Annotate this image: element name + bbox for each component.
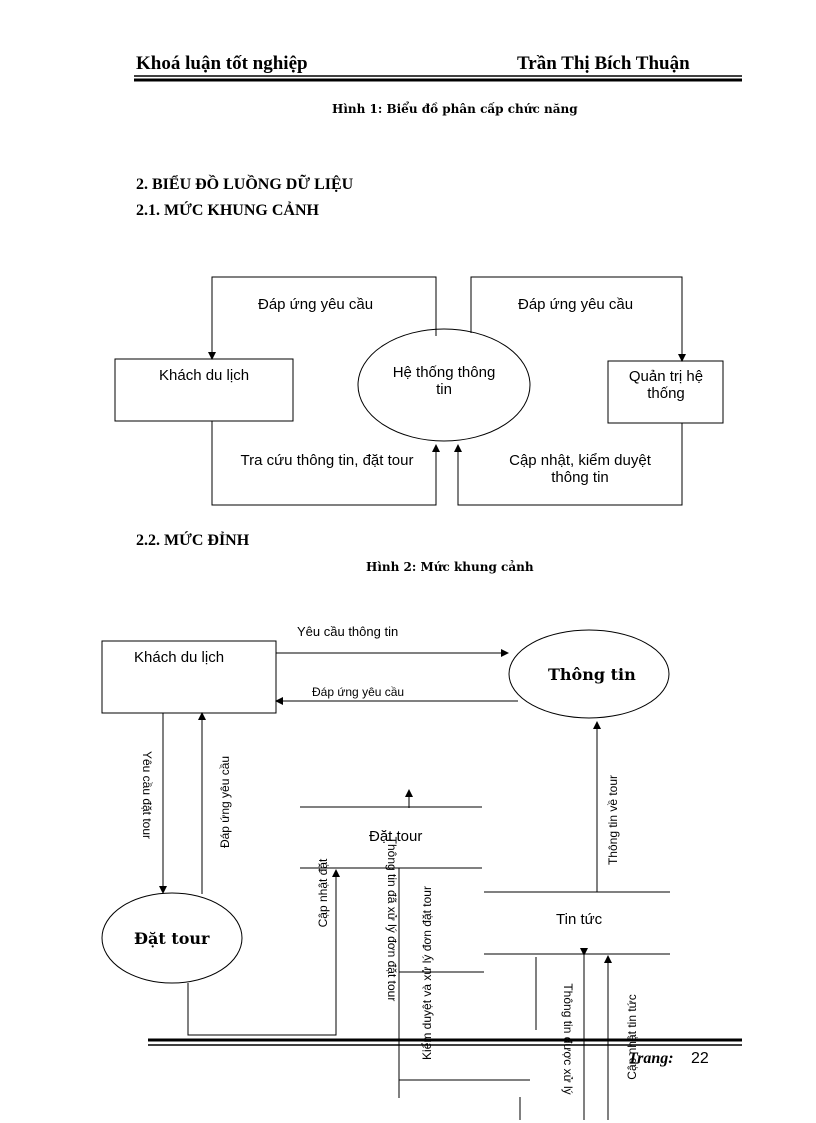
dap-ung-yeu-cau-vertical-label: Đáp ứng yêu cầu — [218, 755, 232, 849]
dap-ung-label-2: Đáp ứng yêu cầu — [518, 296, 634, 313]
thong-tin-duoc-xu-ly-label: Thông tin được xử lý — [561, 983, 575, 1095]
tin-tuc-store-label: Tin tức — [556, 911, 603, 928]
cap-nhat-tin-tuc-label: Cập nhật tin tức — [625, 994, 639, 1080]
yeu-cau-dat-tour-label: Yêu cầu đặt tour — [140, 750, 154, 840]
quan-tri-label: Quản trị hệ thống — [628, 368, 704, 402]
khach-label-2: Khách du lịch — [134, 649, 225, 666]
kiem-duyet-label: Kiểm duyệt và xử lý đơn đặt tour — [420, 886, 434, 1060]
thong-tin-da-xu-ly-label: Thông tin đã xử lý đơn đặt tour — [385, 836, 399, 1002]
he-thong-label: Hệ thống thông tin — [392, 364, 496, 398]
footer-page-label: Trang: — [628, 1050, 674, 1067]
khach-box-2 — [101, 640, 277, 714]
thong-tin-label: Thông tin — [548, 665, 636, 684]
cap-nhat-label: Cập nhật, kiểm duyệt thông tin — [509, 452, 651, 486]
dat-tour-ellipse — [101, 892, 243, 984]
figure-2-caption: Hình 2: Mức khung cảnh — [366, 560, 534, 574]
dat-tour-store-label: Đặt tour — [369, 828, 423, 845]
section-2-2-heading: 2.2. MỨC ĐỈNH — [136, 532, 250, 549]
quan-tri-box — [607, 360, 724, 424]
footer-page-number: 22 — [691, 1050, 709, 1067]
figure-1-caption: Hình 1: Biểu đồ phân cấp chức năng — [332, 102, 578, 116]
section-2-1-heading: 2.1. MỨC KHUNG CẢNH — [136, 202, 319, 219]
thong-tin-ve-tour-label: Thông tin về tour — [606, 774, 620, 866]
dat-tour-process-label: Đặt tour — [134, 929, 210, 948]
cap-nhat-dat-label: Cập nhật đặt — [316, 858, 330, 928]
dap-ung-yeu-cau-label: Đáp ứng yêu cầu — [312, 685, 405, 699]
khach-label: Khách du lịch — [159, 367, 250, 384]
thong-tin-ellipse — [508, 629, 670, 719]
khach-box — [114, 358, 294, 422]
header-right: Trần Thị Bích Thuận — [517, 53, 690, 74]
yeu-cau-thong-tin-label: Yêu cầu thông tin — [297, 624, 399, 639]
tra-cuu-label: Tra cứu thông tin, đặt tour — [240, 452, 414, 469]
dap-ung-label-1: Đáp ứng yêu cầu — [258, 296, 374, 313]
header-left: Khoá luận tốt nghiệp — [136, 53, 308, 74]
he-thong-ellipse — [357, 328, 531, 442]
section-2-heading: 2. BIỂU ĐỒ LUỒNG DỮ LIỆU — [136, 176, 354, 193]
